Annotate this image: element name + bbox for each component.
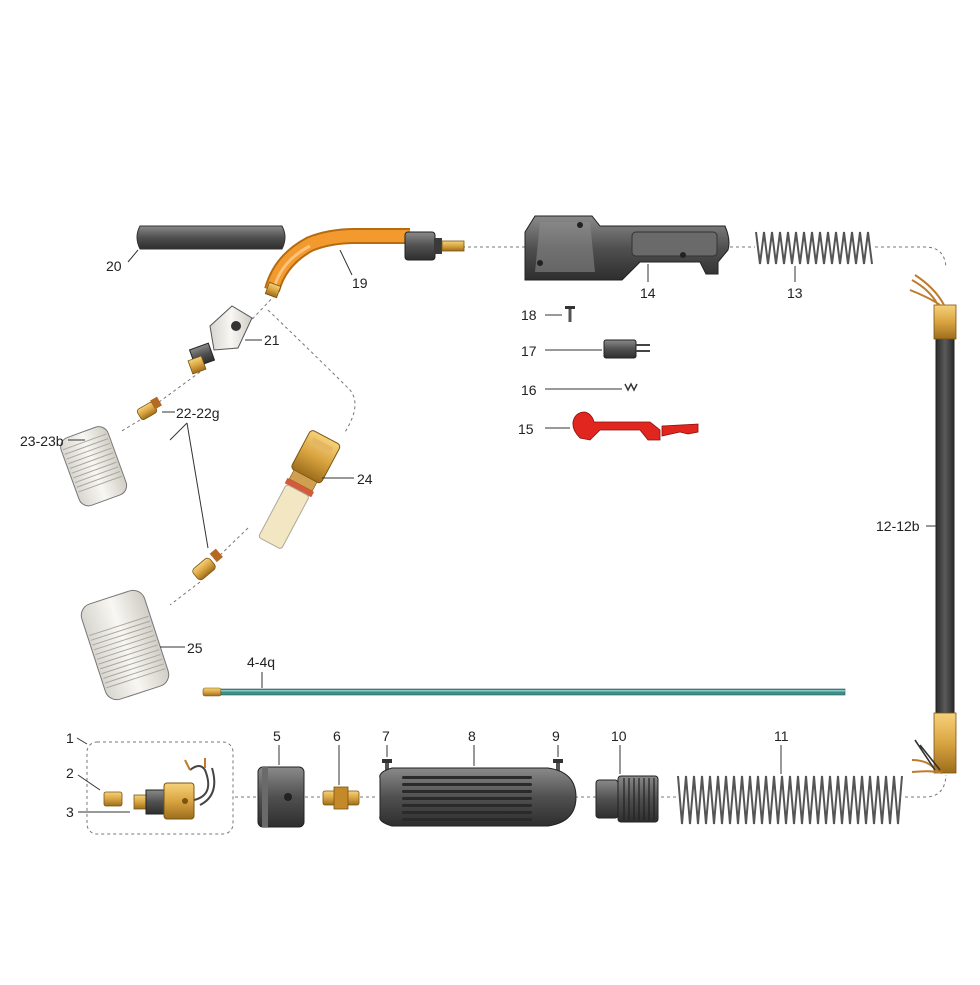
part-5-union-nut[interactable]: 5: [257, 728, 305, 828]
label-22: 22-22g: [176, 405, 220, 421]
part-17-switch[interactable]: 17: [521, 339, 650, 359]
label-10: 10: [611, 728, 627, 744]
part-12-cable[interactable]: 12-12b: [876, 274, 957, 774]
part-9-screw[interactable]: 9: [552, 728, 563, 771]
label-7: 7: [382, 728, 390, 744]
label-9: 9: [552, 728, 560, 744]
label-18: 18: [521, 307, 537, 323]
part-8-handle-housing[interactable]: 8: [379, 728, 577, 827]
part-20-sleeve[interactable]: 20: [106, 225, 286, 274]
label-17: 17: [521, 343, 537, 359]
label-19: 19: [352, 275, 368, 291]
part-2-bushing[interactable]: 2: [66, 765, 123, 807]
label-12: 12-12b: [876, 518, 920, 534]
part-13-spring[interactable]: 13: [755, 231, 873, 301]
part-3-o-ring-pin[interactable]: 3: [66, 758, 216, 820]
part-6-gas-nipple[interactable]: 6: [322, 728, 360, 810]
part-16-trigger-spring[interactable]: 16: [521, 382, 638, 398]
part-22-contact-tip-bottom[interactable]: [169, 422, 223, 581]
part-10-cable-support[interactable]: 10: [595, 728, 659, 823]
label-25: 25: [187, 640, 203, 656]
label-20: 20: [106, 258, 122, 274]
label-11: 11: [774, 728, 789, 744]
label-6: 6: [333, 728, 341, 744]
part-4-liner[interactable]: 4-4q: [202, 654, 846, 697]
part-23-nozzle-small[interactable]: 23-23b: [20, 424, 129, 509]
label-1: 1: [66, 730, 74, 746]
part-22-contact-tip-top[interactable]: 22-22g: [136, 396, 220, 421]
part-24-gas-diffuser[interactable]: 24: [255, 429, 373, 551]
part-25-nozzle-large[interactable]: 25: [78, 587, 203, 703]
part-11-cable-spring[interactable]: 11: [677, 728, 903, 825]
label-23: 23-23b: [20, 433, 64, 449]
label-8: 8: [468, 728, 476, 744]
label-21: 21: [264, 332, 280, 348]
part-18-screw[interactable]: 18: [521, 306, 575, 323]
label-15: 15: [518, 421, 534, 437]
label-4: 4-4q: [247, 654, 275, 670]
label-13: 13: [787, 285, 803, 301]
label-5: 5: [273, 728, 281, 744]
part-15-trigger[interactable]: 15: [518, 411, 699, 441]
part-1-euro-connector-assembly[interactable]: 1: [66, 730, 88, 746]
part-21-tip-adaptor[interactable]: 21: [187, 305, 280, 375]
label-3: 3: [66, 804, 74, 820]
label-16: 16: [521, 382, 537, 398]
part-19-swan-neck[interactable]: 19: [264, 228, 465, 299]
part-14-handle[interactable]: 14: [524, 215, 730, 301]
label-14: 14: [640, 285, 656, 301]
part-7-screw[interactable]: 7: [382, 728, 392, 771]
label-24: 24: [357, 471, 373, 487]
label-2: 2: [66, 765, 74, 781]
